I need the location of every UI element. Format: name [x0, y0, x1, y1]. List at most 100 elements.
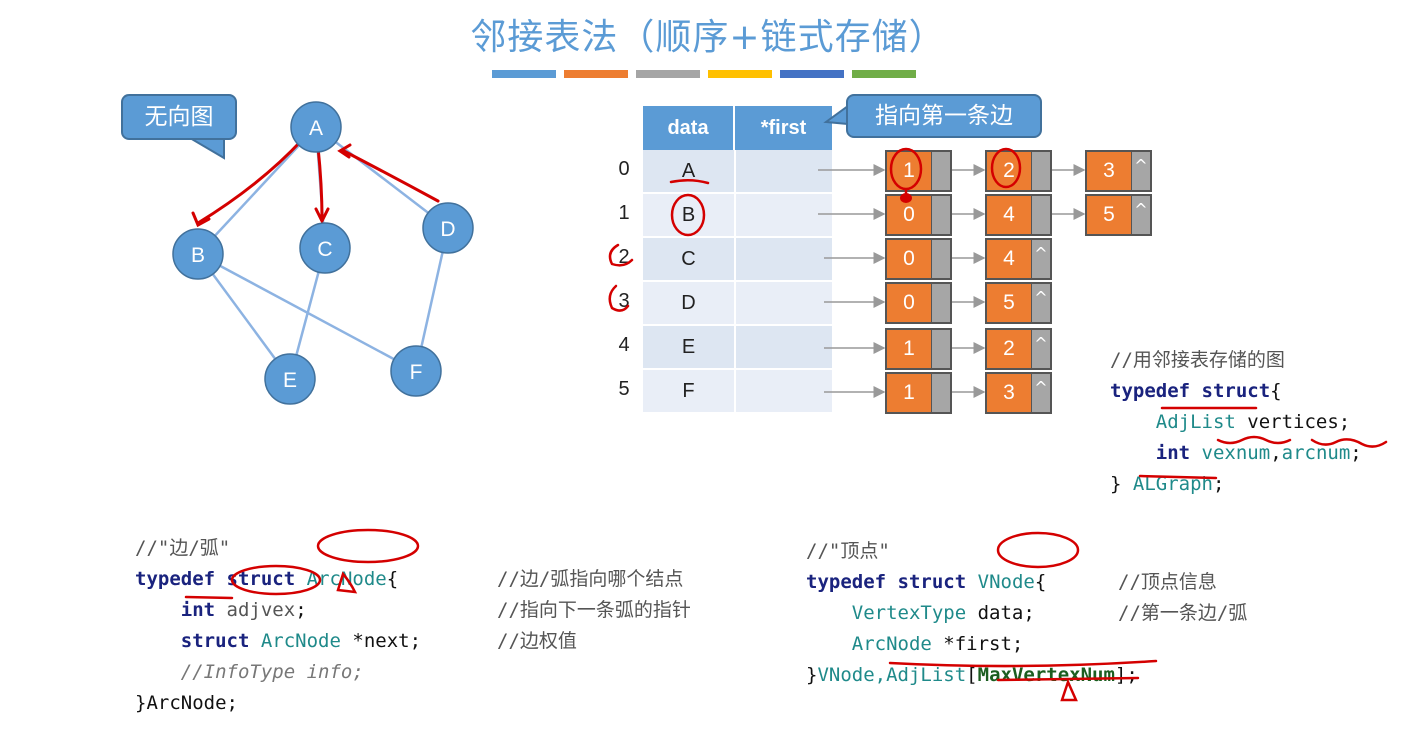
row-index-0: 0 — [618, 158, 630, 180]
arc-adjvex: 3 — [1087, 152, 1132, 190]
vertex-label-E: E — [283, 369, 297, 392]
vertex-label-D: D — [440, 218, 455, 241]
row-first-3 — [736, 282, 832, 324]
undirected-graph: A B C D E F — [172, 101, 474, 405]
edge-B-E — [196, 253, 292, 380]
field-data: data; — [966, 602, 1035, 624]
arc-next — [932, 330, 950, 368]
arc-adjvex: 5 — [987, 284, 1032, 322]
arc-next — [1032, 196, 1050, 234]
kw-int: int — [1155, 442, 1191, 464]
type-vertex: VertexType — [851, 602, 967, 624]
color-bar-5 — [780, 70, 844, 78]
arc-next — [932, 374, 950, 412]
algraph-underlines — [1138, 406, 1388, 480]
arc-adjvex: 3 — [987, 374, 1032, 412]
comment-adjvex: //边/弧指向哪个结点 — [497, 568, 684, 590]
type-arcnode: ArcNode — [851, 633, 932, 655]
arc-node: 1 — [885, 372, 952, 414]
open-brace: { — [386, 568, 399, 590]
arc-adjvex: 0 — [887, 240, 932, 278]
open-brace: { — [1034, 571, 1047, 593]
row-first-5 — [736, 370, 832, 412]
arcnode-comment: //"边/弧" — [135, 537, 231, 559]
open-brace: { — [1270, 380, 1282, 402]
semicolon: ; — [1350, 442, 1362, 464]
field-info: //InfoType info; — [180, 661, 364, 683]
row-data-2: C — [643, 238, 734, 280]
vertex-label-C: C — [317, 238, 332, 261]
row-first-2 — [736, 238, 832, 280]
vertex-B: B — [172, 228, 224, 280]
vnode-code: //"顶点" typedef struct VNode{ VertexType d… — [806, 505, 1138, 722]
close-brace: } — [806, 664, 818, 686]
graph-type-callout: 无向图 — [121, 94, 237, 140]
close-brace: } — [1110, 473, 1122, 495]
type-adjlist: AdjList — [1155, 411, 1236, 433]
bracket-close: ]; — [1114, 664, 1138, 686]
arc-adjvex: 1 — [887, 374, 932, 412]
row-index-3: 3 — [618, 290, 630, 312]
comment-data: //顶点信息 — [1118, 571, 1217, 593]
arc-adjvex: 4 — [987, 196, 1032, 234]
row-data-0: A — [643, 150, 734, 192]
kw-typedef: typedef — [135, 568, 216, 590]
semicolon: ; — [295, 599, 307, 621]
kw-typedef: typedef — [1110, 380, 1191, 402]
row-data-5: F — [643, 370, 734, 412]
row-first-0 — [736, 150, 832, 192]
kw-struct: struct — [897, 571, 967, 593]
arc-node: 3^ — [985, 372, 1052, 414]
field-first: *first; — [931, 633, 1024, 655]
field-next: *next; — [340, 630, 422, 652]
edge-A-B — [197, 126, 317, 255]
field-adjvex: adjvex — [226, 599, 296, 621]
table-header-data: data — [643, 106, 735, 150]
comma: , — [1270, 442, 1282, 464]
comment-first: //第一条边/弧 — [1118, 602, 1248, 624]
vnode-name: VNode — [977, 571, 1035, 593]
arc-next-null: ^ — [1032, 330, 1050, 368]
pointer-arrows — [818, 164, 1086, 398]
row-index-5: 5 — [618, 378, 630, 400]
arc-next — [1032, 152, 1050, 190]
field-arcnum: arcnum — [1281, 442, 1351, 464]
vertex-label-B: B — [191, 244, 205, 267]
comment-next: //指向下一条弧的指针 — [497, 599, 691, 621]
row-first-4 — [736, 326, 832, 368]
vertex-label-A: A — [309, 117, 323, 140]
arc-node: 0 — [885, 238, 952, 280]
vnode-comment: //"顶点" — [806, 540, 890, 562]
name-end: ; — [1212, 473, 1225, 495]
arc-node: 4^ — [985, 238, 1052, 280]
color-bar-1 — [492, 70, 556, 78]
arc-node: 2^ — [985, 328, 1052, 370]
vertex-F: F — [390, 345, 442, 397]
vnode-close-name: VNode, — [817, 664, 887, 686]
kw-typedef: typedef — [806, 571, 887, 593]
arc-node: 0 — [885, 194, 952, 236]
arc-node: 1 — [885, 328, 952, 370]
arc-node: 5^ — [1085, 194, 1152, 236]
arcnode-close-name: ArcNode; — [146, 692, 238, 714]
vertex-D: D — [422, 202, 474, 254]
arc-next-null: ^ — [1132, 196, 1150, 234]
row-first-1 — [736, 194, 832, 236]
row-data-4: E — [643, 326, 734, 368]
comment-info: //边权值 — [497, 630, 577, 652]
type-arcnode: ArcNode — [260, 630, 341, 652]
arcnode-annotations — [184, 528, 420, 600]
page-title: 邻接表法（顺序+链式存储） — [470, 17, 946, 58]
vnode-annotations — [888, 531, 1158, 702]
row-data-3: D — [643, 282, 734, 324]
kw-struct: struct — [1201, 380, 1271, 402]
arc-next-null: ^ — [1032, 284, 1050, 322]
arc-node: 5^ — [985, 282, 1052, 324]
arc-adjvex: 1 — [887, 330, 932, 368]
vertex-C: C — [299, 222, 351, 274]
field-vertices: vertices; — [1235, 411, 1351, 433]
edge-A-D — [315, 126, 449, 229]
vertex-A: A — [290, 101, 342, 153]
arcnode-code: //"边/弧"typedef struct ArcNode{ int adjve… — [135, 502, 421, 750]
kw-int: int — [180, 599, 216, 621]
